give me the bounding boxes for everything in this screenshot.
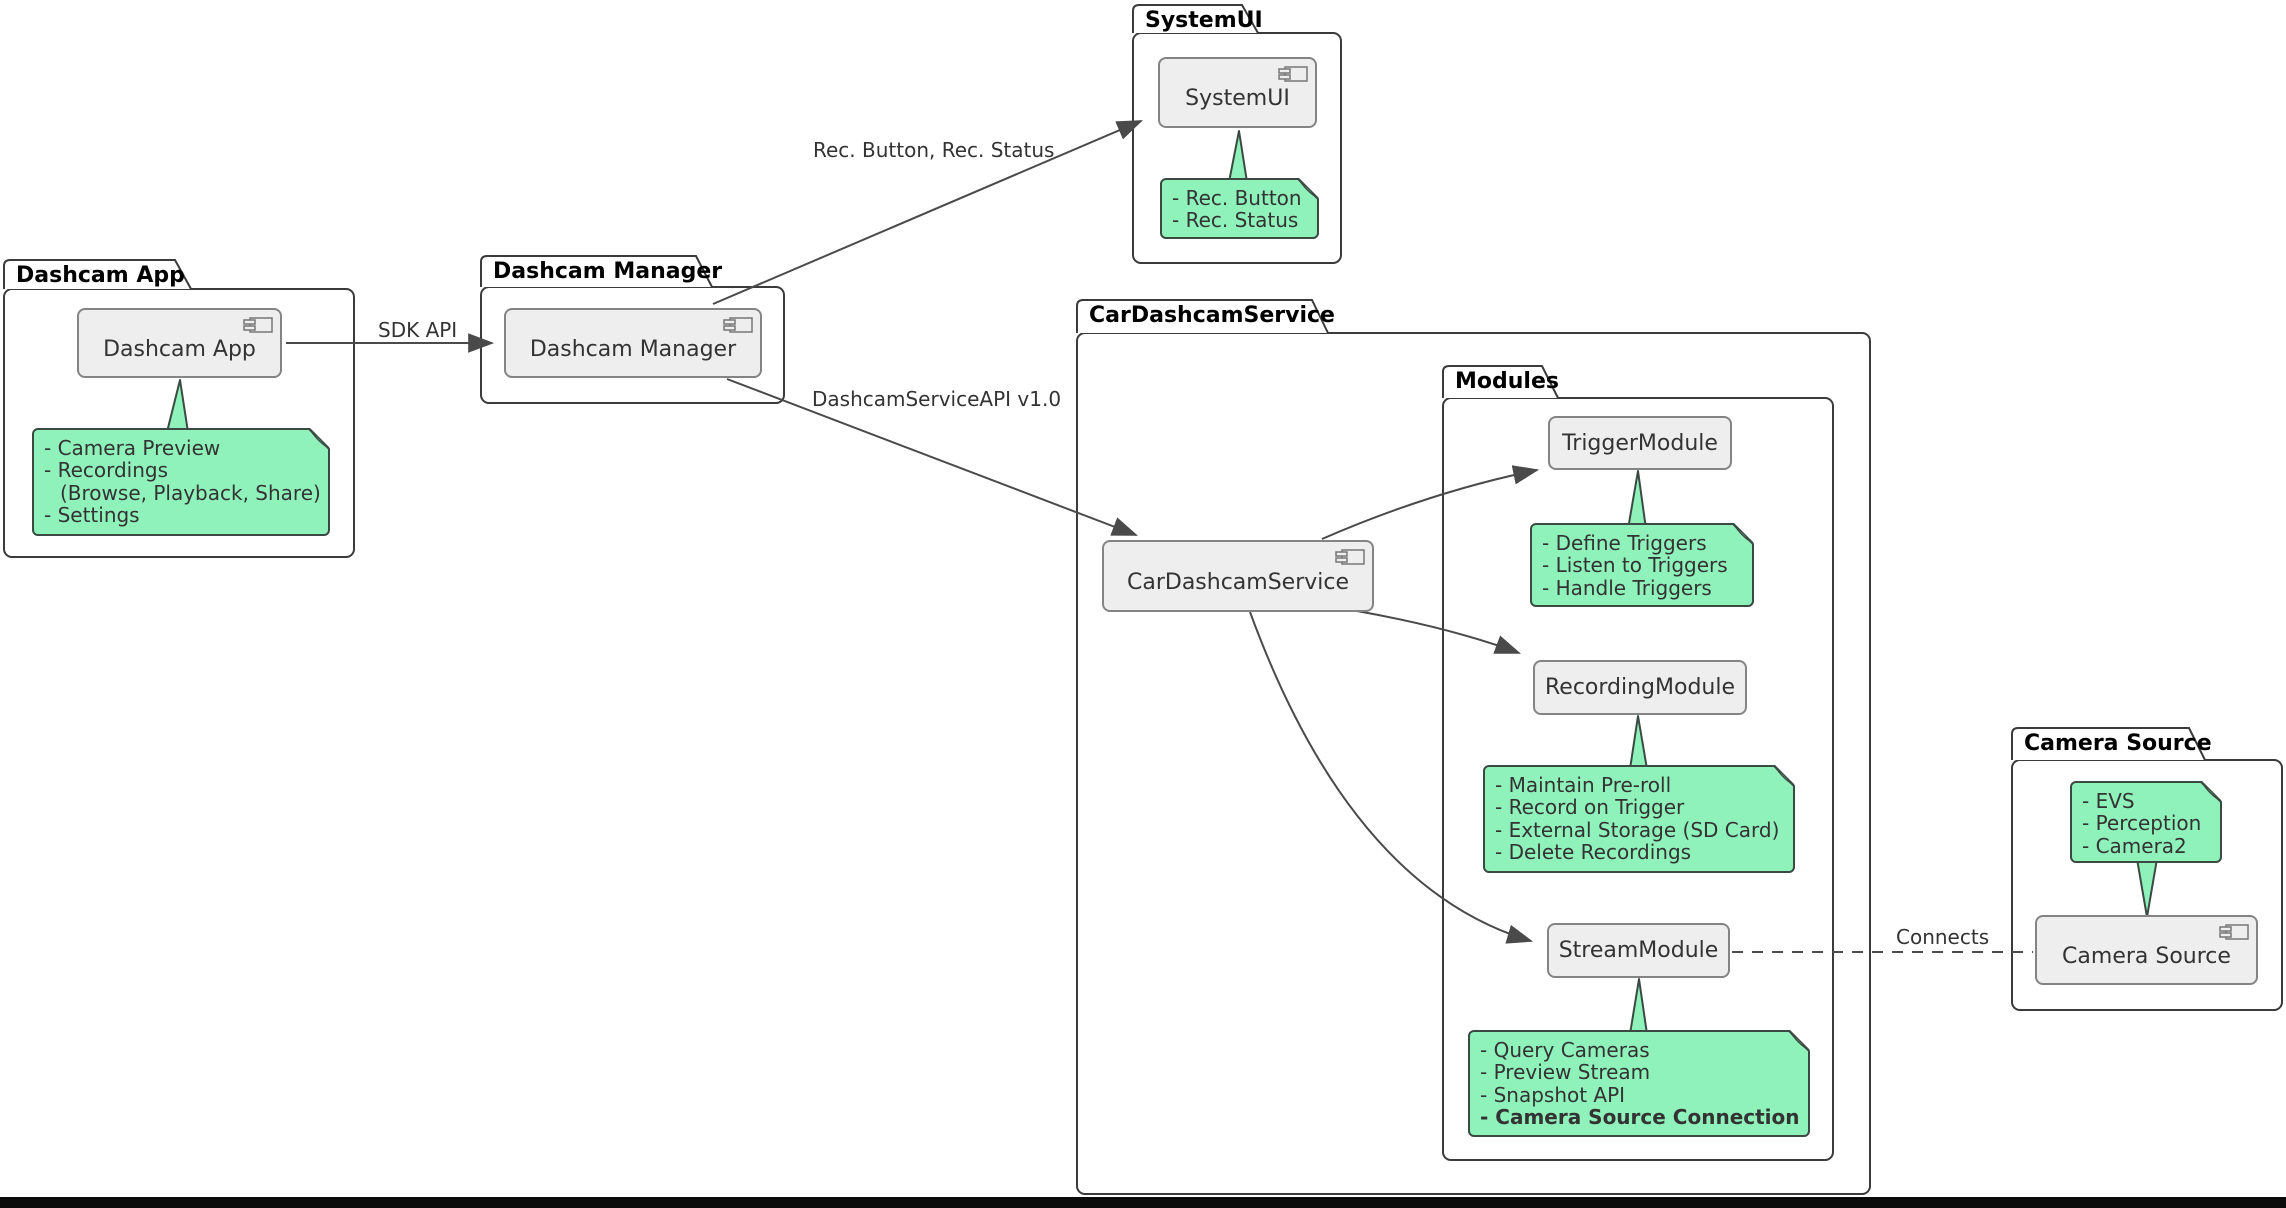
package-title-dashcam-manager: Dashcam Manager	[493, 259, 723, 284]
note-line: - Recordings	[44, 458, 169, 483]
note-line: - Delete Recordings	[1495, 840, 1692, 865]
component-dashcam-manager: Dashcam Manager	[504, 308, 762, 378]
bottom-bar	[0, 1197, 2286, 1208]
note-line: - External Storage (SD Card)	[1495, 817, 1780, 842]
note-line: - Camera Source Connection	[1480, 1105, 1800, 1130]
note-fold-icon	[1297, 178, 1319, 200]
note-line: - Settings	[44, 503, 140, 528]
component-label: StreamModule	[1558, 938, 1719, 963]
note-fold-icon	[1788, 1030, 1810, 1052]
note-line: - Define Triggers	[1542, 531, 1707, 555]
edge-label-rec-button-status: Rec. Button, Rec. Status	[813, 138, 1055, 162]
note-fold-icon	[2200, 781, 2222, 803]
note-line: - Camera2	[2082, 833, 2187, 858]
component-label: Dashcam Manager	[529, 336, 737, 362]
note-line: - Handle Triggers	[1542, 575, 1712, 600]
note-fold-icon	[308, 428, 330, 450]
package-title-camera-source: Camera Source	[2024, 731, 2212, 756]
package-title-cardashcamservice: CarDashcamService	[1089, 303, 1335, 328]
note-line: - Perception	[2082, 811, 2202, 836]
component-label: TriggerModule	[1562, 430, 1718, 456]
note-stream-module: - Query Cameras - Preview Stream - Snaps…	[1468, 1030, 1810, 1137]
note-line: - Preview Stream	[1480, 1060, 1651, 1085]
component-dashcam-app: Dashcam App	[77, 308, 282, 378]
edge-label-sdk-api: SDK API	[378, 318, 458, 342]
edge-label-dashcam-service-api: DashcamServiceAPI v1.0	[812, 387, 1062, 411]
component-camera-source: Camera Source	[2035, 915, 2258, 985]
edge-label-connects: Connects	[1896, 925, 1990, 949]
note-line: - Maintain Pre-roll	[1495, 773, 1672, 797]
package-title-dashcam-app: Dashcam App	[16, 263, 185, 288]
component-trigger-module: TriggerModule	[1548, 416, 1732, 470]
component-systemui: SystemUI	[1158, 57, 1317, 128]
package-title-modules: Modules	[1455, 369, 1559, 394]
component-cardashcamservice: CarDashcamService	[1102, 540, 1374, 612]
note-fold-icon	[1773, 765, 1795, 787]
component-icon	[243, 317, 273, 333]
note-trigger-module: - Define Triggers - Listen to Triggers -…	[1530, 523, 1754, 607]
component-icon	[723, 317, 753, 333]
component-recording-module: RecordingModule	[1533, 660, 1747, 715]
component-icon	[1278, 66, 1308, 82]
component-label: Camera Source	[2062, 943, 2231, 969]
note-line: (Browse, Playback, Share)	[60, 480, 321, 505]
component-stream-module: StreamModule	[1547, 923, 1730, 978]
component-icon	[2219, 924, 2249, 940]
component-label: RecordingModule	[1544, 675, 1736, 700]
note-systemui: - Rec. Button - Rec. Status	[1160, 178, 1319, 239]
note-line: - Listen to Triggers	[1542, 553, 1728, 578]
component-label: CarDashcamService	[1126, 569, 1350, 595]
component-label: Dashcam App	[103, 336, 256, 362]
note-dashcam-app: - Camera Preview - Recordings (Browse, P…	[32, 428, 330, 536]
note-recording-module: - Maintain Pre-roll - Record on Trigger …	[1483, 765, 1795, 873]
note-line: - EVS	[2082, 789, 2135, 813]
note-fold-icon	[1732, 523, 1754, 545]
note-line: - Query Cameras	[1480, 1038, 1650, 1062]
note-line: - Record on Trigger	[1495, 795, 1685, 820]
note-line: - Rec. Button	[1172, 186, 1302, 210]
note-camera-source: - EVS - Perception - Camera2	[2070, 781, 2222, 863]
component-icon	[1335, 549, 1365, 565]
package-title-systemui: SystemUI	[1145, 8, 1263, 33]
note-line: - Snapshot API	[1480, 1082, 1626, 1107]
note-line: - Rec. Status	[1172, 208, 1299, 233]
component-label: SystemUI	[1185, 86, 1290, 111]
note-line: - Camera Preview	[44, 436, 221, 460]
